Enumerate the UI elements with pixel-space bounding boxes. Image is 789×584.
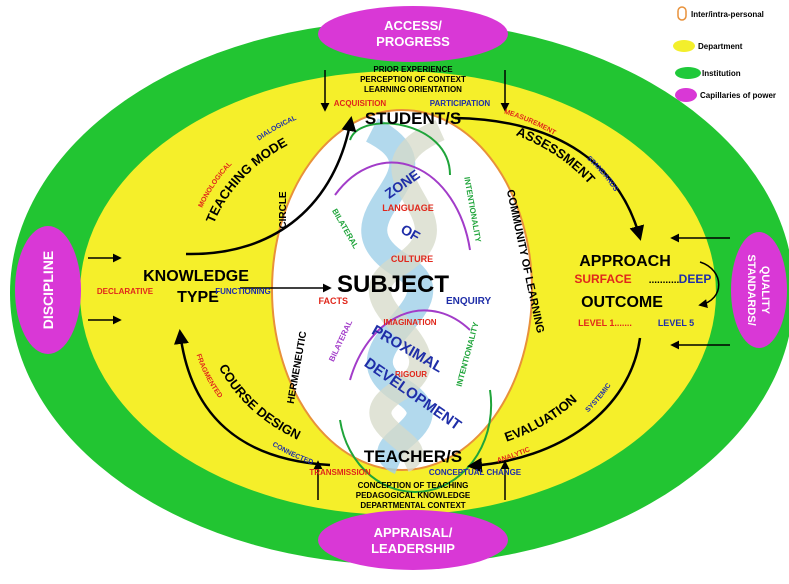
legend: Inter/intra-personal Department Institut… <box>673 6 776 102</box>
legend-label-interpersonal: Inter/intra-personal <box>691 10 764 19</box>
legend-swatch-department <box>673 40 695 52</box>
outcome-title: OUTCOME <box>581 294 663 311</box>
quality-label: QUALITY <box>759 266 771 315</box>
helix-language: LANGUAGE <box>382 203 434 213</box>
knowledge-declarative: DECLARATIVE <box>97 287 154 296</box>
legend-label-department: Department <box>698 42 743 51</box>
legend-swatch-institution <box>675 67 701 79</box>
legend-swatch-interpersonal <box>677 6 687 21</box>
discipline-node <box>15 226 81 354</box>
knowledge-type-title: TYPE <box>177 289 219 306</box>
legend-swatch-power <box>675 88 697 102</box>
student-title: STUDENT/S <box>365 109 461 128</box>
helix-imagination: IMAGINATION <box>383 318 436 327</box>
helix-rigour: RIGOUR <box>395 370 427 379</box>
leadership-label: LEADERSHIP <box>371 541 455 556</box>
approach-deep: DEEP <box>679 272 712 286</box>
subject-facts: FACTS <box>318 296 348 306</box>
approach-title: APPROACH <box>579 253 671 270</box>
access-progress-node <box>318 6 508 62</box>
appraisal-label: APPRAISAL/ <box>374 525 453 540</box>
standards-quality-node <box>731 232 787 348</box>
discipline-label: DISCIPLINE <box>40 251 56 330</box>
student-context-3: LEARNING ORIENTATION <box>364 85 462 94</box>
legend-label-power: Capillaries of power <box>700 91 776 100</box>
teacher-context-1: CONCEPTION OF TEACHING <box>358 481 469 490</box>
subject-enquiry: ENQUIRY <box>446 296 492 307</box>
cycle-arrows <box>173 116 645 473</box>
standards-label: STANDARDS/ <box>745 254 757 325</box>
student-context-1: PRIOR EXPERIENCE <box>373 65 453 74</box>
outcome-level5: LEVEL 5 <box>658 318 694 328</box>
outcome-level1: LEVEL 1....... <box>578 318 632 328</box>
approach-dots: ........... <box>649 275 680 286</box>
helix-culture: CULTURE <box>391 254 433 264</box>
legend-label-institution: Institution <box>702 69 741 78</box>
teacher-conceptual-change: CONCEPTUAL CHANGE <box>429 468 522 477</box>
interpersonal-ellipse <box>271 109 533 471</box>
access-label: ACCESS/ <box>384 18 442 33</box>
progress-label: PROGRESS <box>376 34 450 49</box>
student-acquisition: ACQUISITION <box>334 99 387 108</box>
knowledge-functioning: FUNCTIONING <box>215 287 271 296</box>
teacher-title: TEACHER/S <box>364 447 462 466</box>
subject-title: SUBJECT <box>337 271 449 298</box>
approach-surface: SURFACE <box>574 272 631 286</box>
student-context-2: PERCEPTION OF CONTEXT <box>360 75 466 84</box>
knowledge-title: KNOWLEDGE <box>143 268 249 285</box>
teacher-context-2: PEDAGOGICAL KNOWLEDGE <box>356 491 471 500</box>
teacher-context-3: DEPARTMENTAL CONTEXT <box>360 501 465 510</box>
student-participation: PARTICIPATION <box>430 99 491 108</box>
connector-arrows <box>88 70 730 500</box>
teacher-transmission: TRANSMISSION <box>309 468 371 477</box>
circle-label: CIRCLE <box>278 191 289 229</box>
double-helix <box>334 118 493 494</box>
appraisal-leadership-node <box>318 510 508 570</box>
